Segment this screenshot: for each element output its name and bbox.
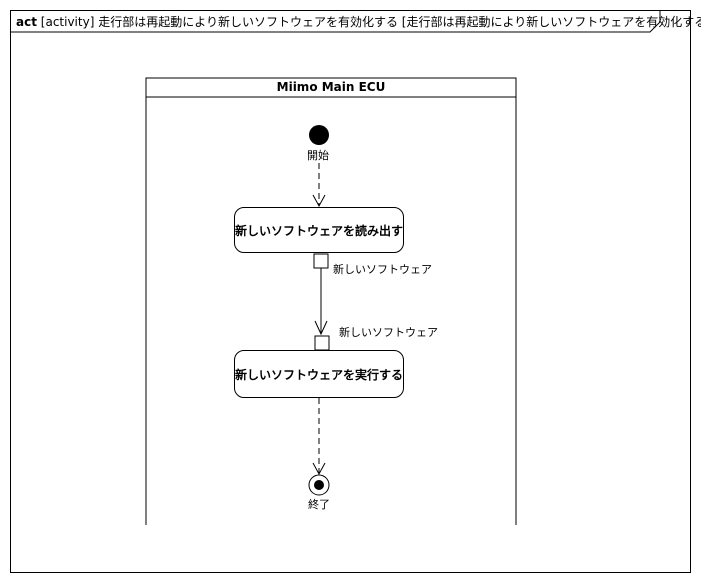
final-node-core <box>314 480 324 490</box>
control-flow-end-arrowhead <box>312 462 326 476</box>
frame-name: [activity] 走行部は再起動により新しいソフトウェアを有効化する [走行… <box>40 15 701 29</box>
initial-node-label: 開始 <box>307 149 329 162</box>
frame-header-tab <box>10 10 661 33</box>
frame-keyword: act <box>16 15 37 29</box>
output-pin[interactable] <box>313 253 329 269</box>
final-node-label: 終了 <box>308 498 330 511</box>
object-flow-arrowhead <box>314 320 328 336</box>
action-read-software[interactable]: 新しいソフトウェアを読み出す <box>234 207 404 253</box>
initial-node[interactable] <box>309 125 329 145</box>
partition-title: Miimo Main ECU <box>276 80 386 94</box>
action-execute-software[interactable]: 新しいソフトウェアを実行する <box>234 350 404 398</box>
input-pin-label: 新しいソフトウェア <box>339 326 438 339</box>
control-flow-start-arrowhead <box>312 194 326 208</box>
diagram-frame <box>10 10 691 573</box>
input-pin[interactable] <box>314 335 330 351</box>
frame-title: act [activity] 走行部は再起動により新しいソフトウェアを有効化する… <box>16 13 701 30</box>
output-pin-label: 新しいソフトウェア <box>333 263 432 276</box>
partition-header-box <box>145 77 517 98</box>
